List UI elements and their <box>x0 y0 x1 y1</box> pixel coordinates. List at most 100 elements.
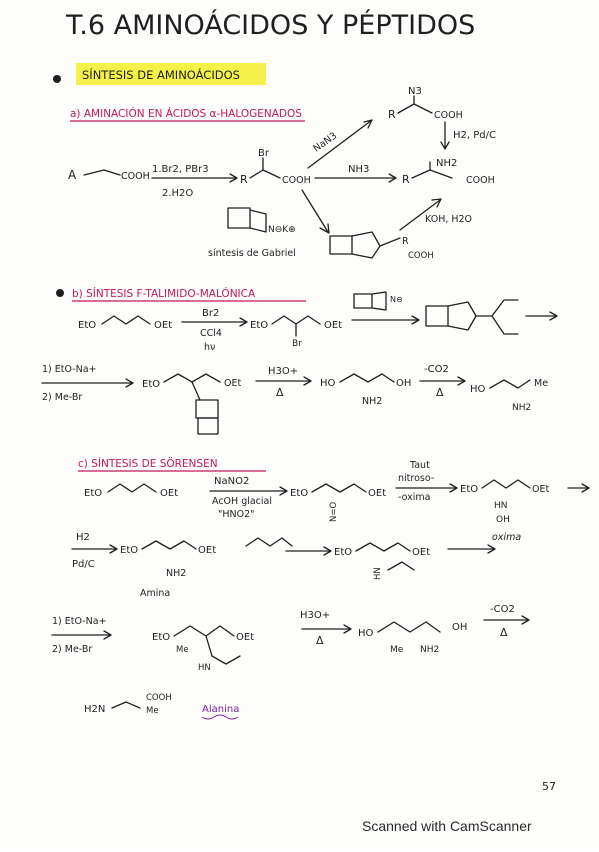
oet-label: OEt <box>324 320 342 331</box>
page-number: 57 <box>542 780 556 793</box>
malonate-chain <box>311 483 367 493</box>
diacid-chain <box>377 621 441 633</box>
nitroso-text: nitroso- <box>398 473 434 484</box>
cooh-label: COOH <box>282 175 311 186</box>
h3o-label: H3O+ <box>268 366 298 377</box>
malonate-chain <box>355 542 411 552</box>
alanina-caption: Alanina <box>202 704 239 715</box>
eto-label: EtO <box>290 488 308 499</box>
reactant-a: A <box>68 168 77 182</box>
h3o-label: H3O+ <box>300 610 330 621</box>
me-label: Me <box>534 378 548 389</box>
chain-bond <box>83 169 121 176</box>
bullet-icon <box>53 75 61 83</box>
nh2-label: NH2 <box>362 396 382 407</box>
nh2-label: NH2 <box>420 645 439 655</box>
arrow-head-icon <box>363 119 373 129</box>
chain-bond <box>411 169 453 179</box>
eto-label: EtO <box>142 379 160 390</box>
malonate-chain <box>475 299 519 317</box>
oxima-text: -oxima <box>398 492 430 503</box>
eto-label: EtO <box>460 484 478 495</box>
arrow-head-icon <box>239 317 248 327</box>
arrow-head-icon <box>449 483 458 493</box>
section-c-heading: c) SÍNTESIS DE SÖRENSEN <box>78 457 218 470</box>
eto-label: EtO <box>120 545 138 556</box>
malonate-chain <box>163 373 221 383</box>
oet-label: OEt <box>154 320 172 331</box>
eto-label: EtO <box>78 320 96 331</box>
br2-label: Br2 <box>202 308 219 319</box>
phthalimide-ring <box>195 399 219 419</box>
co2-label: -CO2 <box>490 604 515 615</box>
oh-label: OH <box>396 378 411 389</box>
co2-label: -CO2 <box>424 364 449 375</box>
koh-label: KOH, H2O <box>425 214 472 225</box>
nh2-label: NH2 <box>512 403 531 413</box>
arrow-head-icon <box>323 546 332 556</box>
oh-label: OH <box>496 515 510 525</box>
oet-label: OEt <box>198 545 216 556</box>
nitroso-label: N=O <box>329 502 339 522</box>
arrow-head-icon <box>103 630 112 640</box>
cooh-label: COOH <box>408 251 434 261</box>
imide-ring <box>249 209 267 233</box>
hn-label: HN <box>494 501 508 511</box>
ho-label: HO <box>470 384 486 395</box>
hn-amide-label: HN <box>373 567 383 580</box>
br-label: Br <box>258 148 270 159</box>
step-2: 2) Me-Br <box>42 392 82 403</box>
arrow-head-icon <box>279 486 288 496</box>
amina-caption: Amina <box>140 588 170 599</box>
alanine-chain <box>111 701 141 709</box>
malonate-chain <box>107 483 157 493</box>
reagent-2: 2.H2O <box>162 188 193 199</box>
me-label: Me <box>176 645 189 655</box>
arrow-line <box>307 119 373 169</box>
n-minus-label: N⊖ <box>390 295 403 304</box>
product-chain <box>489 379 531 389</box>
gabriel-note: síntesis de Gabriel <box>208 248 296 259</box>
reaction-a: A COOH 1.Br2, PBr3 2.H2O R Br COOH NH3 N… <box>68 86 496 261</box>
diacid-chain <box>339 373 395 383</box>
acetyl-chain <box>211 655 241 665</box>
h2-pd-label: H2, Pd/C <box>453 130 496 141</box>
r-label: R <box>388 108 396 121</box>
nh2-label: NH2 <box>166 568 186 579</box>
delta-label: Δ <box>500 626 508 639</box>
nano2-label: NaNO2 <box>214 476 249 487</box>
arrow-head-icon <box>319 223 330 234</box>
bond <box>205 635 213 657</box>
nh3-label: NH3 <box>348 164 369 175</box>
phthalimide-ring <box>351 231 381 259</box>
oet-label: OEt <box>224 378 241 389</box>
cooh-label: COOH <box>434 110 463 121</box>
step-1: 1) EtO-Na+ <box>52 616 107 627</box>
arrow-head-icon <box>343 624 352 634</box>
arrow-head-icon <box>457 376 466 386</box>
delta-label: Δ <box>436 386 444 399</box>
arrow-head-icon <box>581 483 590 493</box>
arrow-head-icon <box>229 173 238 183</box>
benzene-ring-icon <box>227 207 251 229</box>
reaction-b: EtO OEt Br2 CCl4 hν EtO Br OEt N⊖ 1) EtO… <box>41 291 558 435</box>
delta-label: Δ <box>276 386 284 399</box>
r-label: R <box>240 173 248 186</box>
nh2-label: NH2 <box>436 158 457 169</box>
arrow-line <box>301 189 329 233</box>
bullet-icon <box>56 289 64 297</box>
r-label: R <box>402 173 410 186</box>
k-ion-label: N⊖K⊕ <box>268 225 296 235</box>
r-label: R <box>402 236 409 247</box>
arrow-head-icon <box>411 315 420 325</box>
benzene-ring-icon <box>353 293 373 309</box>
bond <box>191 381 201 401</box>
oet-label: OEt <box>160 488 178 499</box>
arrow-head-icon <box>125 378 134 388</box>
hn-amide-label: HN <box>198 663 211 673</box>
n3-label: N3 <box>408 86 422 97</box>
malonate-chain <box>491 315 519 335</box>
reaction-c: EtO OEt NaNO2 AcOH glacial "HNO2" EtO OE… <box>51 460 590 720</box>
h2n-label: H2N <box>84 704 105 715</box>
imide-ring <box>371 291 387 311</box>
